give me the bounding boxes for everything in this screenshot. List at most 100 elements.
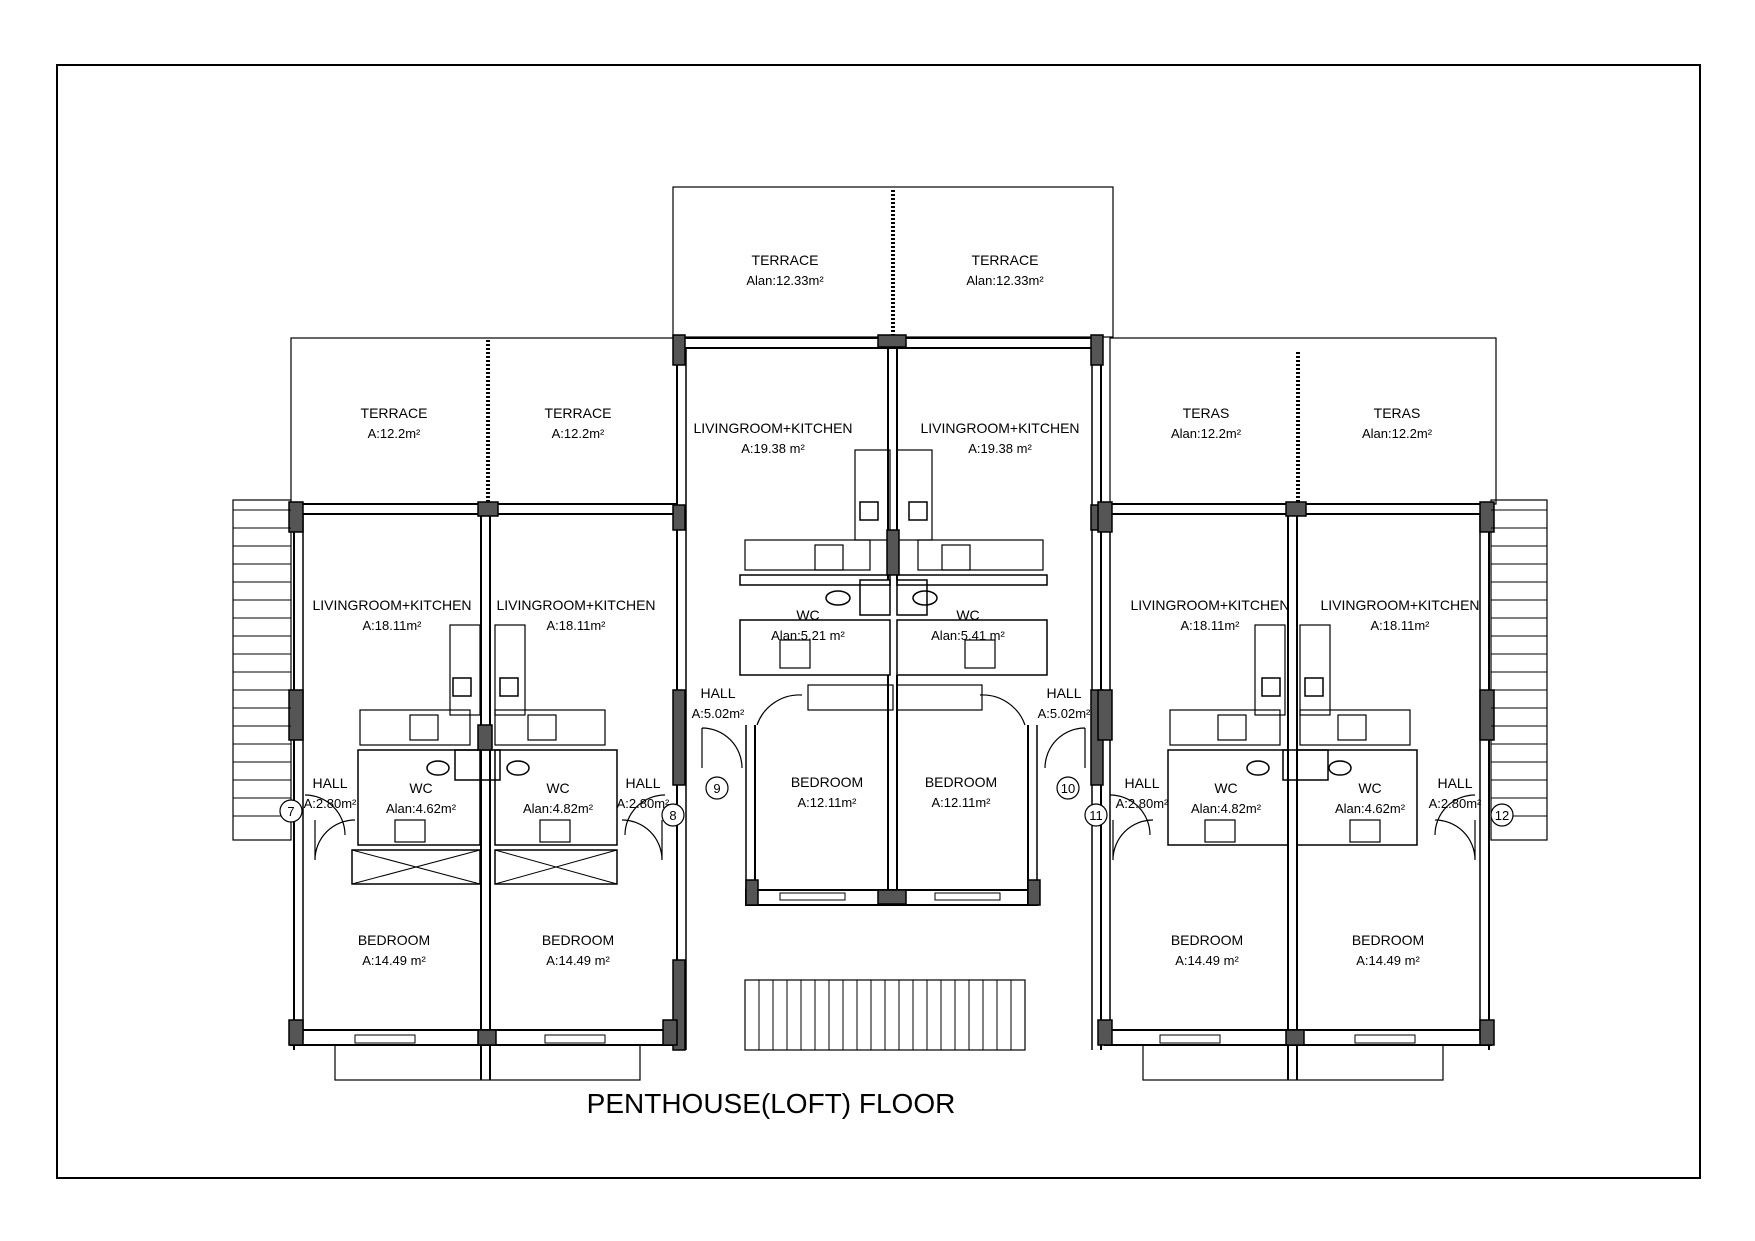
room-name: BEDROOM (925, 774, 997, 790)
unit-number-text: 12 (1495, 808, 1509, 823)
room-area: Alan:4.82m² (523, 801, 594, 816)
room-area: A:18.11m² (362, 618, 422, 633)
room-label: TERRACE A:12.2m² (545, 405, 612, 441)
stair-treads (233, 509, 1547, 1050)
room-label: LIVINGROOM+KITCHEN A:18.11m² (1320, 597, 1479, 633)
sheet-border (56, 64, 1701, 1179)
room-name: LIVINGROOM+KITCHEN (693, 420, 852, 436)
room-area: Alan:4.62m² (1335, 801, 1406, 816)
room-label: TERRACE Alan:12.33m² (966, 252, 1044, 288)
room-label: WC Alan:4.82m² (523, 780, 594, 816)
room-area: A:14.49 m² (1356, 953, 1420, 968)
room-label: LIVINGROOM+KITCHEN A:18.11m² (1130, 597, 1289, 633)
room-name: BEDROOM (791, 774, 863, 790)
door-swings (304, 694, 1476, 861)
room-name: BEDROOM (358, 932, 430, 948)
room-label: BEDROOM A:14.49 m² (1171, 932, 1243, 968)
room-area: Alan:12.2m² (1362, 426, 1433, 441)
room-label: LIVINGROOM+KITCHEN A:18.11m² (496, 597, 655, 633)
unit-number-circle (1490, 803, 1514, 827)
room-area: Alan:4.82m² (1191, 801, 1262, 816)
room-name: WC (546, 780, 569, 796)
room-area: Alan:12.2m² (1171, 426, 1242, 441)
unit-number-text: 9 (713, 781, 720, 796)
room-label: WC Alan:5.41 m² (931, 607, 1005, 643)
room-area: A:18.11m² (1370, 618, 1430, 633)
unit-number-circle (1084, 803, 1108, 827)
unit-number-text: 10 (1061, 781, 1075, 796)
room-area: Alan:12.33m² (966, 273, 1044, 288)
room-area: A:19.38 m² (741, 441, 805, 456)
room-name: HALL (625, 775, 660, 791)
room-area: A:18.11m² (1180, 618, 1240, 633)
room-label: TERAS Alan:12.2m² (1171, 405, 1242, 441)
room-name: BEDROOM (1171, 932, 1243, 948)
room-label: HALL A:2.80m² (304, 775, 357, 811)
room-name: LIVINGROOM+KITCHEN (312, 597, 471, 613)
room-name: WC (409, 780, 432, 796)
unit-number-text: 11 (1089, 808, 1103, 823)
room-area: Alan:5.41 m² (931, 628, 1005, 643)
room-name: HALL (700, 685, 735, 701)
room-labels: TERRACEAlan:12.33m²TERRACEAlan:12.33m²TE… (304, 252, 1482, 968)
room-name: WC (956, 607, 979, 623)
room-name: LIVINGROOM+KITCHEN (920, 420, 1079, 436)
room-area: A:2.80m² (304, 796, 357, 811)
room-name: LIVINGROOM+KITCHEN (1130, 597, 1289, 613)
room-area: A:14.49 m² (1175, 953, 1239, 968)
room-name: BEDROOM (1352, 932, 1424, 948)
room-name: WC (1358, 780, 1381, 796)
unit-number-text: 8 (669, 808, 676, 823)
room-name: WC (796, 607, 819, 623)
room-label: BEDROOM A:14.49 m² (542, 932, 614, 968)
room-label: TERRACE A:12.2m² (361, 405, 428, 441)
columns (288, 334, 1495, 1051)
room-area: A:12.2m² (368, 426, 421, 441)
room-area: A:18.11m² (546, 618, 606, 633)
room-area: A:14.49 m² (546, 953, 610, 968)
unit-number-marker: 10 (1056, 776, 1080, 800)
unit-number-circle (661, 803, 685, 827)
room-label: BEDROOM A:12.11m² (791, 774, 863, 810)
room-area: A:2.80m² (1116, 796, 1169, 811)
walls (232, 186, 1548, 1081)
room-name: LIVINGROOM+KITCHEN (496, 597, 655, 613)
room-area: A:2.80m² (1429, 796, 1482, 811)
unit-number-marker: 8 (661, 803, 685, 827)
room-area: Alan:12.33m² (746, 273, 824, 288)
room-label: BEDROOM A:14.49 m² (1352, 932, 1424, 968)
room-area: A:12.11m² (797, 795, 857, 810)
unit-number-marker: 9 (705, 776, 729, 800)
room-name: LIVINGROOM+KITCHEN (1320, 597, 1479, 613)
room-name: TERAS (1183, 405, 1230, 421)
unit-number-text: 7 (287, 804, 294, 819)
unit-number-marker: 7 (279, 799, 303, 823)
room-area: A:12.2m² (552, 426, 605, 441)
room-name: TERRACE (361, 405, 428, 421)
room-name: TERRACE (545, 405, 612, 421)
room-label: TERRACE Alan:12.33m² (746, 252, 824, 288)
room-label: WC Alan:4.62m² (1335, 780, 1406, 816)
unit-number-marker: 12 (1490, 803, 1514, 827)
room-name: TERRACE (972, 252, 1039, 268)
room-name: BEDROOM (542, 932, 614, 948)
unit-number-circle (705, 776, 729, 800)
unit-number-circle (279, 799, 303, 823)
unit-numbers: 7 8 9 10 11 12 (279, 776, 1514, 827)
room-name: HALL (312, 775, 347, 791)
room-name: TERRACE (752, 252, 819, 268)
unit-number-marker: 11 (1084, 803, 1108, 827)
room-area: A:14.49 m² (362, 953, 426, 968)
